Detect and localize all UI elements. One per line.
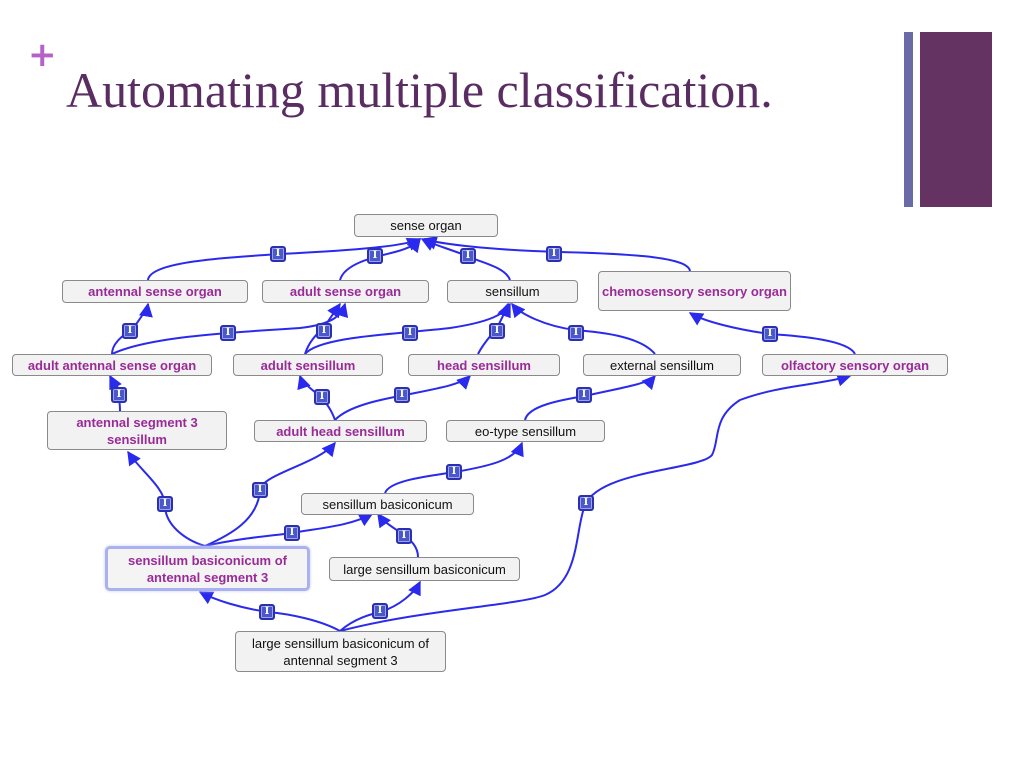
edge-label-icon: I xyxy=(568,325,584,341)
edge-lsbas3-to-olfactory xyxy=(339,372,852,632)
edge-label-icon: I xyxy=(372,603,388,619)
node-eo-type-sensillum[interactable]: eo-type sensillum xyxy=(446,420,605,442)
decorative-bar-thick xyxy=(920,32,992,207)
edge-adult-sense-organ-to-sense-organ xyxy=(339,237,421,281)
node-chemosensory-sensory-organ[interactable]: chemosensory sensory organ xyxy=(598,271,791,311)
edge-label-icon: I xyxy=(284,525,300,541)
edge-label-icon: I xyxy=(489,323,505,339)
node-antennal-sense-organ[interactable]: antennal sense organ xyxy=(62,280,248,303)
node-external-sensillum[interactable]: external sensillum xyxy=(583,354,741,376)
plus-bullet-icon: + xyxy=(28,35,57,75)
edge-label-icon: I xyxy=(394,387,410,403)
node-adult-sense-organ[interactable]: adult sense organ xyxy=(262,280,429,303)
edge-label-icon: I xyxy=(316,323,332,339)
edge-label-icon: I xyxy=(546,246,562,262)
edge-label-icon: I xyxy=(220,325,236,341)
node-olfactory-sensory-organ[interactable]: olfactory sensory organ xyxy=(762,354,948,376)
node-sensillum[interactable]: sensillum xyxy=(447,280,578,303)
edge-label-icon: I xyxy=(111,387,127,403)
edge-label-icon: I xyxy=(578,495,594,511)
node-adult-head-sensillum[interactable]: adult head sensillum xyxy=(254,420,427,442)
node-sense-organ[interactable]: sense organ xyxy=(354,214,498,237)
edge-label-icon: I xyxy=(157,496,173,512)
edge-label-icon: I xyxy=(252,482,268,498)
edge-label-icon: I xyxy=(367,248,383,264)
edge-label-icon: I xyxy=(576,387,592,403)
slide-title: Automating multiple classification. xyxy=(66,62,773,118)
edge-label-icon: I xyxy=(460,248,476,264)
edge-label-icon: I xyxy=(762,326,778,342)
edge-label-icon: I xyxy=(122,323,138,339)
edge-label-icon: I xyxy=(259,604,275,620)
edge-label-icon: I xyxy=(396,528,412,544)
node-adult-antennal-sense-organ[interactable]: adult antennal sense organ xyxy=(12,354,212,376)
edge-label-icon: I xyxy=(402,325,418,341)
edge-label-icon: I xyxy=(446,464,462,480)
node-large-sensillum-basiconicum-of-antennal-segment-3[interactable]: large sensillum basiconicum of antennal … xyxy=(235,631,446,672)
edge-label-icon: I xyxy=(314,389,330,405)
node-head-sensillum[interactable]: head sensillum xyxy=(408,354,560,376)
edge-label-icon: I xyxy=(270,246,286,262)
node-adult-sensillum[interactable]: adult sensillum xyxy=(233,354,383,376)
decorative-bar-thin xyxy=(904,32,913,207)
node-sensillum-basiconicum[interactable]: sensillum basiconicum xyxy=(301,493,474,515)
node-sensillum-basiconicum-of-antennal-segment-3[interactable]: sensillum basiconicum of antennal segmen… xyxy=(105,546,310,591)
node-antennal-segment-3-sensillum[interactable]: antennal segment 3 sensillum xyxy=(47,411,227,450)
node-large-sensillum-basiconicum[interactable]: large sensillum basiconicum xyxy=(329,557,520,581)
